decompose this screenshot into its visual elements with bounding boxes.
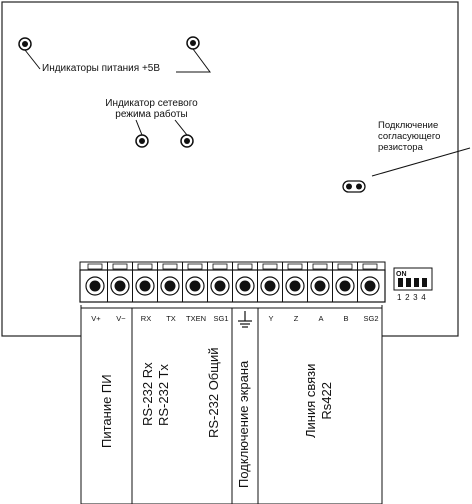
ground-icon	[238, 311, 252, 328]
termination-jumper	[342, 180, 366, 193]
terminal-label-sg1: SG1	[213, 314, 229, 323]
dip-numbers: 1234	[397, 292, 429, 303]
termination-leader	[371, 147, 471, 177]
power-supply-text: Питание ПИ	[99, 374, 114, 448]
rs232-tx-text: RS-232 Tx	[156, 364, 171, 426]
group-box-rs232	[131, 307, 233, 504]
terminal-label-vminus: V−	[116, 314, 126, 323]
dip-number-2: 2	[405, 293, 414, 302]
shield-connection-text: Подключение экрана	[236, 360, 251, 488]
dip-on-label: ON	[396, 271, 407, 278]
terminal-screw	[85, 263, 105, 296]
terminal-screw	[357, 262, 380, 302]
rs232-common-text: RS-232 Общий	[206, 347, 221, 438]
group-label-power: Питание ПИ	[99, 374, 114, 448]
network-led-right	[180, 134, 194, 148]
network-led-left	[135, 134, 149, 148]
terminal-label-tx: TX	[166, 314, 176, 323]
group-label-shield: Подключение экрана	[236, 361, 251, 488]
group-label-rs422: Линия связи Rs422	[303, 364, 335, 438]
terminal-screw	[332, 262, 355, 302]
network-mode-label-line2: режима работы	[115, 109, 188, 120]
terminal-screw	[132, 262, 155, 302]
rs422-text: Rs422	[319, 382, 334, 420]
rs232-rx-text: RS-232 Rx	[140, 362, 155, 426]
group-box-power	[80, 307, 133, 504]
dip-switch	[393, 267, 433, 291]
terminal-label-z: Z	[293, 314, 299, 323]
terminal-screws	[85, 262, 380, 302]
terminal-label-a: A	[318, 314, 324, 323]
dip-number-1: 1	[397, 293, 406, 302]
dip-number-4: 4	[421, 293, 430, 302]
termination-label-line1: Подключение	[378, 120, 439, 131]
power-indicators-label: Индикаторы питания +5В	[42, 63, 161, 74]
terminal-label-b: B	[343, 314, 349, 323]
network-mode-label-line1: Индикатор сетевого	[105, 98, 198, 109]
terminal-screw	[207, 262, 230, 302]
terminal-label-txen: TXEN	[185, 314, 206, 323]
network-indicator-leaders	[135, 119, 188, 136]
terminal-screw	[107, 262, 130, 302]
group-box-rs422	[257, 307, 383, 504]
network-mode-indicator-label: Индикатор сетевого режима работы	[104, 98, 199, 120]
termination-label-line2: согласующего	[378, 131, 441, 142]
terminal-label-sg2: SG2	[363, 314, 379, 323]
terminal-screw	[232, 262, 255, 302]
group-label-rs232-common: RS-232 Общий	[206, 348, 221, 438]
terminal-label-y: Y	[268, 314, 274, 323]
terminal-screw	[282, 262, 305, 302]
terminal-label-vplus: V+	[91, 314, 101, 323]
terminal-screw	[182, 262, 205, 302]
power-indicator-leaders	[24, 48, 211, 73]
terminal-screw	[257, 262, 280, 302]
comm-line-text: Линия связи	[303, 363, 318, 438]
power-led-left	[18, 37, 32, 51]
power-led-right	[186, 36, 200, 50]
termination-label-line3: резистора	[378, 142, 423, 153]
group-label-rs232-rxtx: RS-232 Rx RS-232 Tx	[140, 362, 172, 426]
group-boxes	[80, 307, 383, 504]
termination-resistor-label: Подключение согласующего резистора	[378, 120, 440, 153]
terminal-screw	[157, 262, 180, 302]
terminal-screw	[307, 262, 330, 302]
dip-number-3: 3	[413, 293, 422, 302]
terminal-label-rx: RX	[140, 314, 152, 323]
